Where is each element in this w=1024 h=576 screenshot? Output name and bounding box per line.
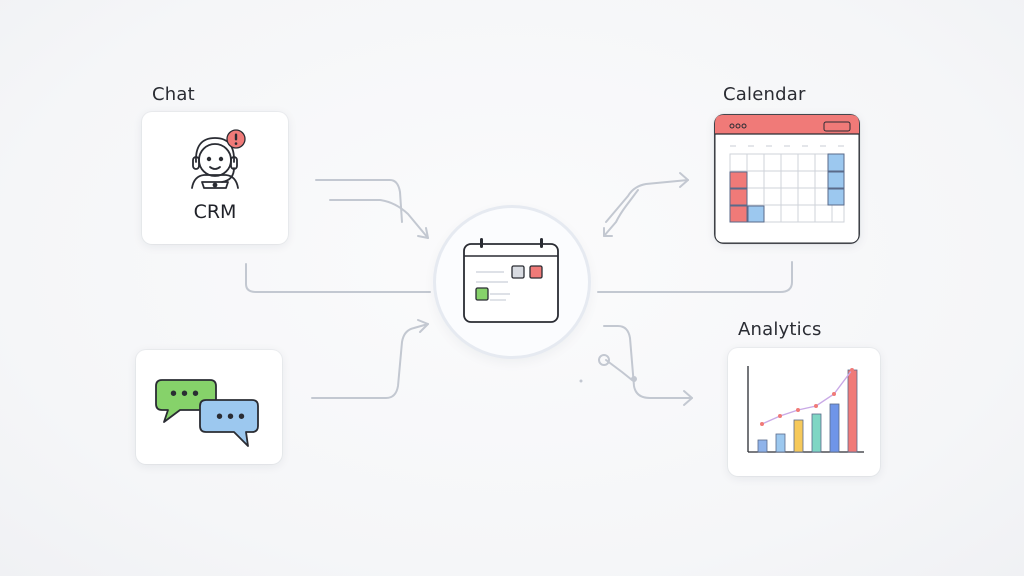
arrowhead-crm: [417, 227, 429, 239]
calendar-grid-icon: [714, 114, 860, 244]
bar-chart-icon: [747, 366, 864, 453]
calendar-label: Calendar: [723, 84, 806, 105]
chat-card[interactable]: ••• •••: [136, 350, 282, 464]
connector-chat: [311, 323, 429, 399]
connector-calendar-upper: [605, 179, 689, 223]
analytics-card[interactable]: [728, 348, 880, 476]
connector-crm-lower: [329, 199, 429, 239]
connector-crm-bottom: [245, 263, 431, 293]
speech-bubbles-icon: [155, 379, 259, 447]
connector-analytics: [603, 325, 693, 399]
crm-card[interactable]: CRM: [142, 112, 288, 244]
chat-bubble-left-dots: •••: [170, 383, 204, 405]
arrowhead-calendar: [679, 172, 689, 188]
arrowhead-analytics: [683, 390, 693, 406]
calendar-dashboard-icon: [463, 238, 559, 323]
connector-calendar-lower: [603, 189, 639, 237]
connector-calendar-bottom: [597, 261, 793, 293]
crm-text: CRM: [193, 201, 237, 223]
central-hub[interactable]: [436, 208, 588, 356]
calendar-card[interactable]: [714, 114, 860, 244]
connector-analytics-branch: [605, 359, 633, 381]
connector-crm-upper: [315, 179, 403, 223]
support-agent-icon: [191, 137, 239, 189]
arrowhead-hub-from-calendar: [603, 227, 613, 237]
exclamation-badge-icon: [226, 129, 246, 149]
chat-label: Chat: [152, 84, 195, 105]
chat-bubble-right-dots: •••: [216, 406, 250, 428]
arrowhead-chat: [417, 319, 429, 333]
analytics-label: Analytics: [738, 319, 822, 340]
